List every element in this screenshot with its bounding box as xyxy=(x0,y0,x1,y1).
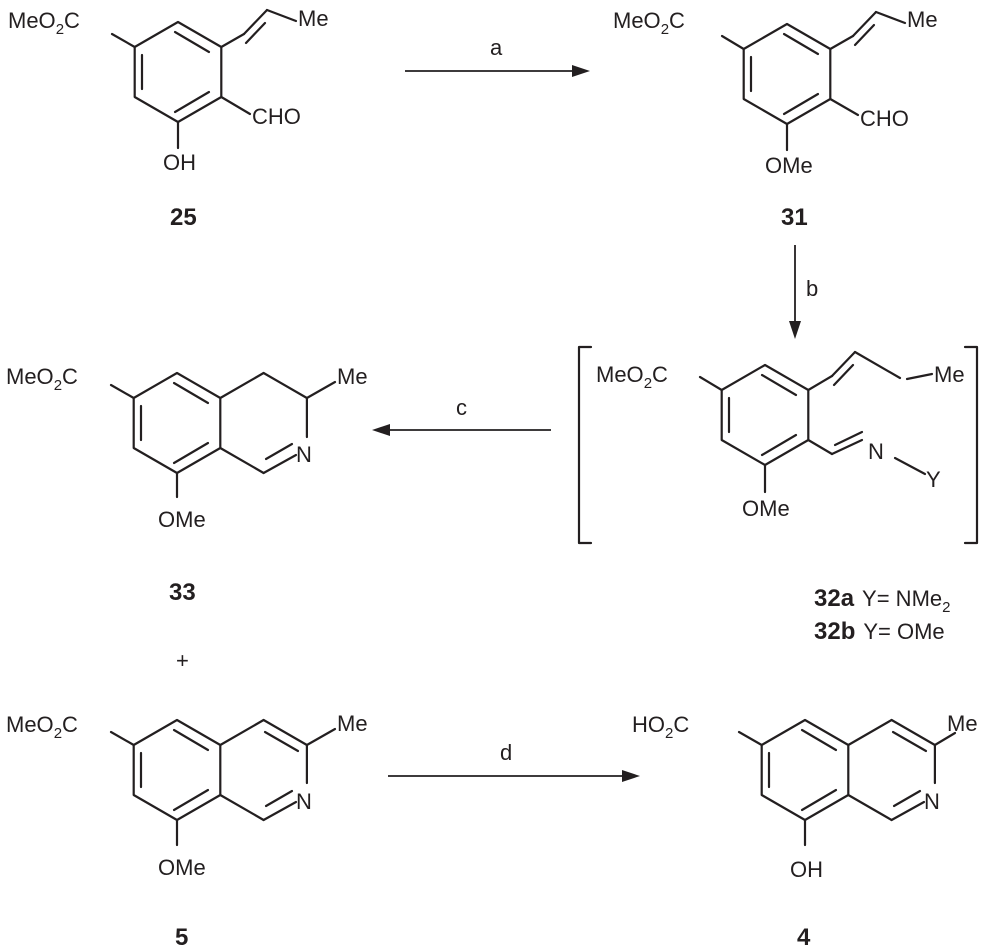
y-group-label: Y xyxy=(926,467,941,492)
hydroxyl-label: OH xyxy=(163,150,196,175)
methyl-label: Me xyxy=(337,711,368,736)
compound-5: MeO2C N Me OMe 5 xyxy=(6,711,368,950)
ester-label: MeO2C xyxy=(613,8,685,38)
arrow-a: a xyxy=(405,35,590,77)
ester-label: MeO2C xyxy=(6,712,78,742)
compound-number: 33 xyxy=(169,579,196,606)
compound-number: 31 xyxy=(781,204,808,231)
compound-number: 5 xyxy=(175,924,188,950)
methoxy-label: OMe xyxy=(158,855,206,880)
aldehyde-label: CHO xyxy=(252,104,301,129)
methyl-label: Me xyxy=(337,364,368,389)
compound-33: MeO2C N Me OMe 33 xyxy=(6,364,368,606)
ring-nitrogen-label: N xyxy=(296,442,312,467)
methoxy-label: OMe xyxy=(742,496,790,521)
compound-25: MeO2C Me CHO OH 25 xyxy=(8,6,329,231)
methyl-label: Me xyxy=(298,6,329,31)
ring-nitrogen-label: N xyxy=(924,789,940,814)
compound-31: MeO2C Me CHO OMe 31 xyxy=(613,7,938,231)
hydroxyl-label: OH xyxy=(790,857,823,882)
methyl-label: Me xyxy=(934,362,965,387)
ester-label: MeO2C xyxy=(6,364,78,394)
arrow-c: c xyxy=(372,395,551,436)
acid-label: HO2C xyxy=(632,712,689,742)
condition-label: a xyxy=(490,35,503,60)
imine-nitrogen-label: N xyxy=(868,439,884,464)
condition-label: b xyxy=(806,276,818,301)
plus-sign: + xyxy=(176,648,189,673)
compound-4: HO2C N Me OH 4 xyxy=(632,711,978,950)
methoxy-label: OMe xyxy=(158,507,206,532)
methyl-label: Me xyxy=(947,711,978,736)
condition-label: d xyxy=(500,740,512,765)
right-bracket xyxy=(963,345,979,545)
arrow-b: b xyxy=(789,245,818,339)
compound-number: 4 xyxy=(797,924,811,950)
compound-number: 25 xyxy=(170,204,197,231)
aldehyde-label: CHO xyxy=(860,106,909,131)
methyl-label: Me xyxy=(907,7,938,32)
methoxy-label: OMe xyxy=(765,153,813,178)
ester-label: MeO2C xyxy=(596,362,668,392)
left-bracket xyxy=(577,345,593,545)
ester-label: MeO2C xyxy=(8,8,80,38)
arrow-d: d xyxy=(388,740,640,782)
condition-label: c xyxy=(456,395,467,420)
ring-nitrogen-label: N xyxy=(296,789,312,814)
